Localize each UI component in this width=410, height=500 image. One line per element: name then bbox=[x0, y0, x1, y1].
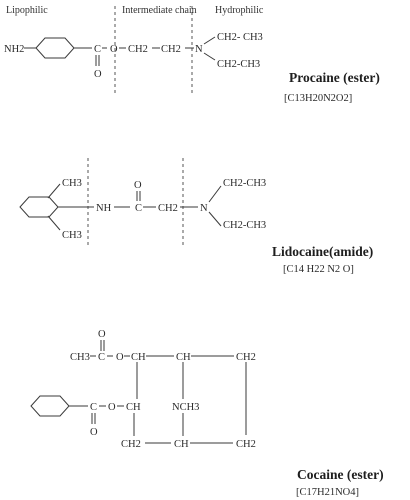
cocaine-formula: [C17H21NO4] bbox=[296, 487, 359, 498]
bond bbox=[47, 183, 61, 199]
procaine-formula: [C13H20N2O2] bbox=[284, 93, 352, 104]
header-intermediate-chain: Intermediate chain bbox=[122, 5, 197, 16]
lidocaine-carbonyl-o: O bbox=[134, 180, 142, 191]
lidocaine-structure: CH3 CH3 NH C O CH2 N CH2-CH3 CH2-CH3 bbox=[19, 178, 266, 241]
bond bbox=[203, 36, 216, 45]
cocaine-bottom-carbonyl-o: O bbox=[90, 427, 98, 438]
benzene-ring-icon bbox=[35, 37, 75, 59]
cocaine-benzoyl-c: C bbox=[90, 402, 97, 413]
cocaine-name: Cocaine (ester) bbox=[297, 467, 384, 482]
bond bbox=[208, 211, 222, 227]
procaine-ch2-b: CH2 bbox=[161, 44, 181, 55]
cocaine-nch3: NCH3 bbox=[172, 402, 199, 413]
procaine-carbonyl-c: C bbox=[94, 44, 101, 55]
procaine-nh2: NH2 bbox=[4, 44, 24, 55]
cocaine-ch-2: CH bbox=[176, 352, 191, 363]
procaine-structure: NH2 C O CH2 CH2 N CH2- CH3 CH2-CH3 O bbox=[4, 32, 263, 80]
lidocaine-formula: [C14 H22 N2 O] bbox=[283, 264, 354, 275]
lidocaine-ethyl-1: CH2-CH3 bbox=[223, 178, 266, 189]
benzene-ring-icon bbox=[30, 395, 70, 417]
lidocaine-carbonyl-c: C bbox=[135, 203, 142, 214]
header-hydrophilic: Hydrophilic bbox=[215, 5, 264, 16]
lidocaine-ethyl-2: CH2-CH3 bbox=[223, 220, 266, 231]
lidocaine-n: N bbox=[200, 203, 208, 214]
cocaine-structure: O CH3 C O CH CH CH2 C O CH NCH3 O CH2 bbox=[30, 329, 256, 450]
procaine-ester-o: O bbox=[110, 44, 118, 55]
cocaine-ch2-3: CH2 bbox=[236, 439, 256, 450]
procaine-name: Procaine (ester) bbox=[289, 70, 380, 85]
cocaine-top-carbonyl-o: O bbox=[98, 329, 106, 340]
procaine-ethyl-1: CH2- CH3 bbox=[217, 32, 263, 43]
cocaine-ch3: CH3 bbox=[70, 352, 90, 363]
cocaine-ch-1: CH bbox=[131, 352, 146, 363]
cocaine-top-c: C bbox=[98, 352, 105, 363]
lidocaine-ch2: CH2 bbox=[158, 203, 178, 214]
header-lipophilic: Lipophilic bbox=[6, 5, 48, 16]
benzene-ring-icon bbox=[19, 196, 59, 218]
lidocaine-name: Lidocaine(amide) bbox=[272, 244, 373, 259]
cocaine-ch2-2: CH2 bbox=[121, 439, 141, 450]
cocaine-ch-3: CH bbox=[126, 402, 141, 413]
lidocaine-ch3-top: CH3 bbox=[62, 178, 82, 189]
cocaine-ch-4: CH bbox=[174, 439, 189, 450]
procaine-n: N bbox=[195, 44, 203, 55]
lidocaine-ch3-bottom: CH3 bbox=[62, 230, 82, 241]
procaine-ethyl-2: CH2-CH3 bbox=[217, 59, 260, 70]
bond bbox=[47, 215, 61, 231]
procaine-carbonyl-o: O bbox=[94, 69, 102, 80]
cocaine-benzoyl-o: O bbox=[108, 402, 116, 413]
cocaine-top-o: O bbox=[116, 352, 124, 363]
procaine-ch2-a: CH2 bbox=[128, 44, 148, 55]
bond bbox=[203, 52, 216, 61]
cocaine-ch2-1: CH2 bbox=[236, 352, 256, 363]
bond bbox=[208, 185, 222, 203]
lidocaine-nh: NH bbox=[96, 203, 112, 214]
